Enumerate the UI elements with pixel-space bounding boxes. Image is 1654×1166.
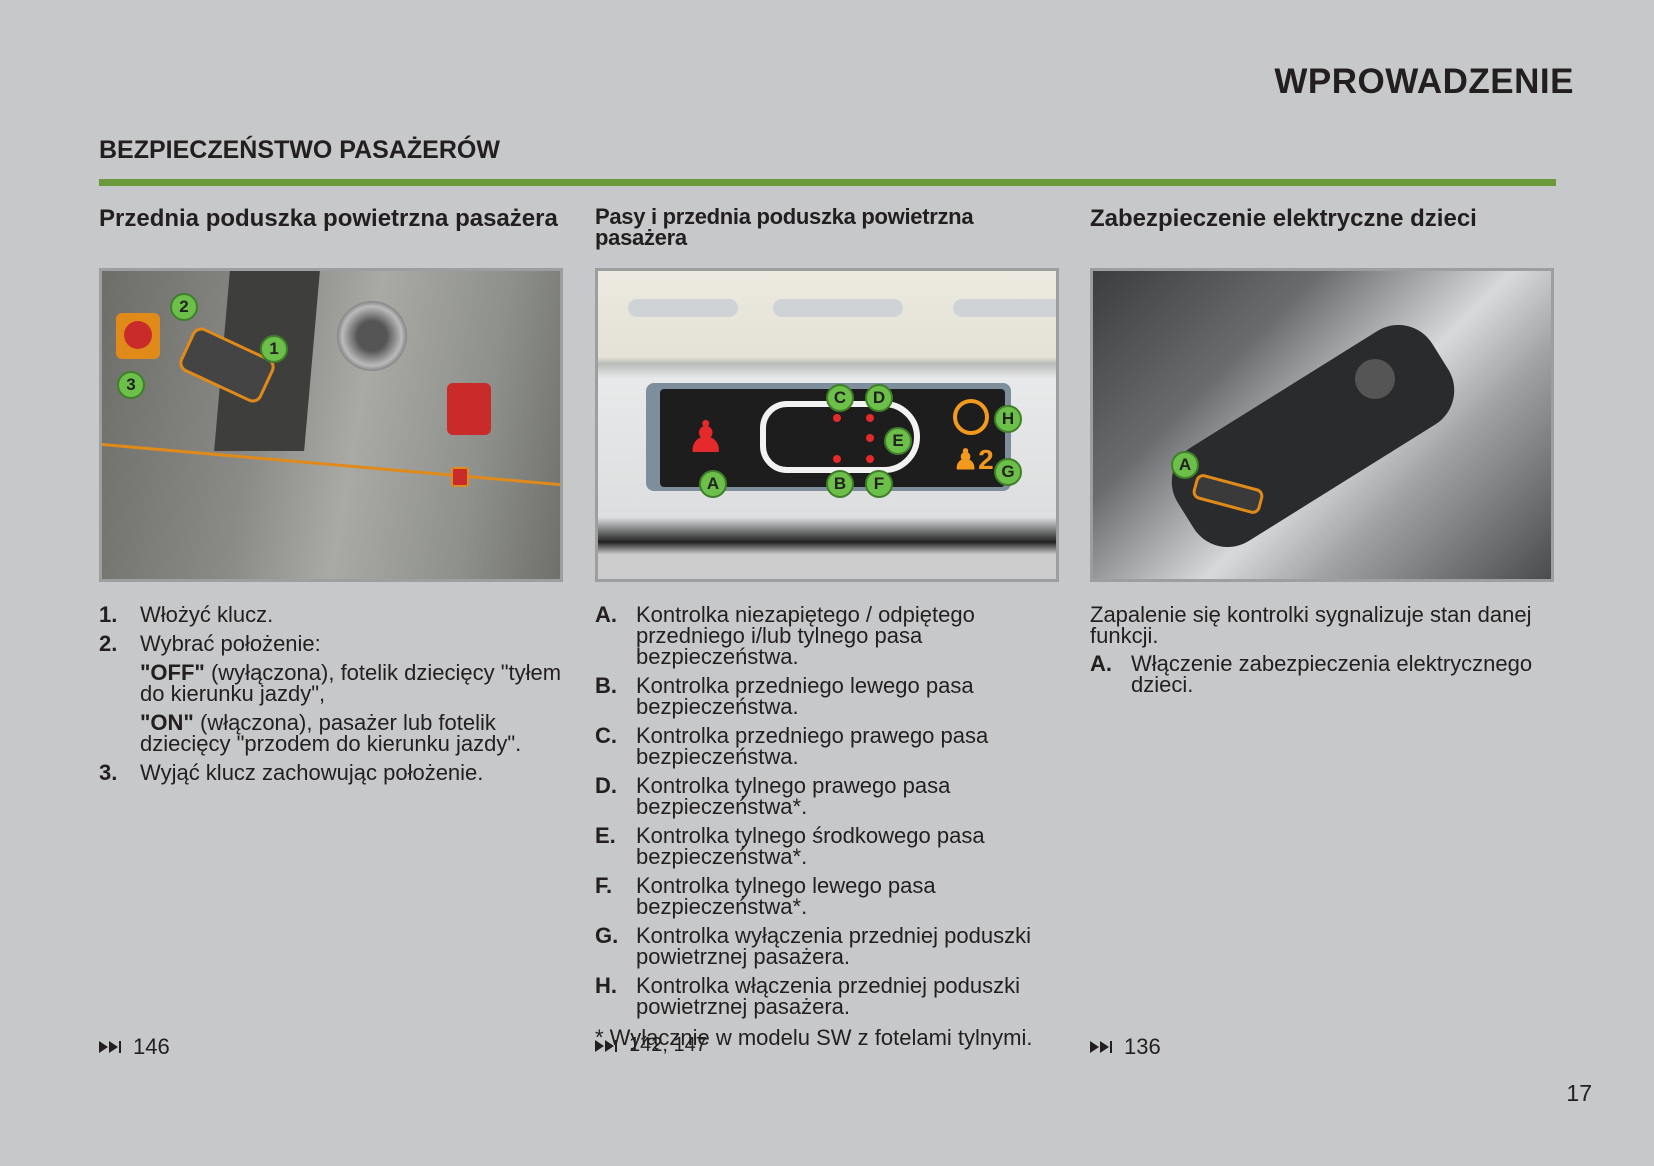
intro-text: Zapalenie się kontrolki sygnalizuje stan… (1090, 602, 1532, 648)
callout-D: D (865, 384, 893, 412)
off-text: (wyłączona), fotelik dziecięcy "tyłem do… (140, 660, 562, 706)
item-text: Kontrolka tylnego środkowego pasa bezpie… (636, 823, 985, 869)
item-label: C. (595, 723, 617, 748)
item-text: Kontrolka tylnego lewego pasa bezpieczeń… (636, 873, 936, 919)
legend-list: A. Kontrolka niezapiętego / odpiętego prz… (595, 602, 1059, 1050)
item-text: Kontrolka wyłączenia przedniej poduszki … (636, 923, 1031, 969)
item-text: Włożyć klucz. (140, 602, 274, 627)
item-label: B. (595, 673, 617, 698)
item-text: Wybrać położenie: (140, 631, 321, 656)
page-reference[interactable]: 146 (99, 1034, 170, 1060)
off-option: "OFF" (wyłączona), fotelik dziecięcy "ty… (140, 660, 563, 706)
list-item: F. Kontrolka tylnego lewego pasa bezpiecz… (595, 873, 1059, 919)
list-item: B. Kontrolka przedniego lewego pasa bezpi… (595, 673, 1059, 719)
column-title: Przednia poduszka powietrzna pasażera (99, 205, 558, 232)
airbag-on-icon (953, 399, 989, 435)
page-reference-value: 136 (1124, 1034, 1161, 1059)
skip-forward-icon (99, 1041, 121, 1053)
skip-forward-icon (1090, 1041, 1112, 1053)
child-lock-switch-illustration: A (1090, 268, 1554, 582)
on-option: "ON" (włączona), pasażer lub fotelik dzi… (140, 710, 563, 756)
item-label: F. (595, 873, 613, 898)
item-label: G. (595, 923, 619, 948)
off-key: "OFF" (140, 660, 205, 685)
airbag-off-icon: ♟2 (953, 444, 994, 475)
list-item: A. Włączenie zabezpieczenia elektrycznego… (1090, 651, 1554, 697)
section-divider (99, 179, 1556, 186)
column-title: Zabezpieczenie elektryczne dzieci (1090, 205, 1477, 232)
callout-A: A (1171, 451, 1199, 479)
column-title: Pasy i przednia poduszka powietrzna pasa… (595, 204, 974, 250)
list-item: A. Kontrolka niezapiętego / odpiętego prz… (595, 602, 1059, 669)
column-child-lock: Zabezpieczenie elektryczne dzieci A Zapa… (1090, 206, 1554, 703)
list-item: G. Kontrolka wyłączenia przedniej poduszk… (595, 923, 1059, 969)
page-reference-value: 146 (133, 1034, 170, 1059)
page-reference[interactable]: 142, 147 (595, 1034, 707, 1057)
on-text: (włączona), pasażer lub fotelik dziecięc… (140, 710, 522, 756)
item-text: Kontrolka przedniego lewego pasa bezpiec… (636, 673, 974, 719)
callout-1: 1 (260, 335, 288, 363)
callout-2: 2 (170, 293, 198, 321)
item-label: D. (595, 773, 617, 798)
callout-3: 3 (117, 371, 145, 399)
item-text: Kontrolka niezapiętego / odpiętego przed… (636, 602, 975, 669)
skip-forward-icon (595, 1039, 617, 1052)
callout-B: B (826, 470, 854, 498)
item-text: Kontrolka włączenia przedniej poduszki p… (636, 973, 1020, 1019)
page-reference[interactable]: 136 (1090, 1034, 1161, 1060)
page-number: 17 (1566, 1080, 1592, 1106)
list-item: 1. Włożyć klucz. (99, 602, 563, 627)
page-reference-value: 142, 147 (629, 1034, 707, 1056)
list-item: H. Kontrolka włączenia przedniej poduszki… (595, 973, 1059, 1019)
column-airbag: Przednia poduszka powietrzna pasażera 1 … (99, 206, 563, 791)
callout-A: A (699, 470, 727, 498)
seatbelt-icon: ♟ (686, 413, 726, 462)
item-label: 3. (99, 760, 118, 785)
callout-E: E (884, 427, 912, 455)
footnote: * Wyłącznie w modelu SW z fotelami tylny… (595, 1025, 1033, 1050)
callout-H: H (994, 405, 1022, 433)
callout-C: C (826, 384, 854, 412)
item-label: H. (595, 973, 617, 998)
airbag-key-switch-illustration: 1 2 3 (99, 268, 563, 582)
on-key: "ON" (140, 710, 194, 735)
item-label: E. (595, 823, 616, 848)
list-item: C. Kontrolka przedniego prawego pasa bezp… (595, 723, 1059, 769)
list-item: 3. Wyjąć klucz zachowując położenie. (99, 760, 563, 785)
item-label: A. (595, 602, 617, 627)
section-title: BEZPIECZEŃSTWO PASAŻERÓW (99, 136, 500, 164)
callout-F: F (865, 470, 893, 498)
item-label: 2. (99, 631, 118, 656)
item-text: Kontrolka tylnego prawego pasa bezpiecze… (636, 773, 951, 819)
seatbelt-warning-panel-illustration: ♟ ♟2 A B C D E F G H (595, 268, 1059, 582)
chapter-title: WPROWADZENIE (1274, 62, 1574, 101)
list-item: E. Kontrolka tylnego środkowego pasa bezp… (595, 823, 1059, 869)
item-text: Włączenie zabezpieczenia elektrycznego d… (1131, 651, 1533, 697)
item-text: Wyjąć klucz zachowując położenie. (140, 760, 484, 785)
list-item: 2. Wybrać położenie: (99, 631, 563, 656)
item-text: Kontrolka przedniego prawego pasa bezpie… (636, 723, 989, 769)
callout-G: G (994, 458, 1022, 486)
list-item: D. Kontrolka tylnego prawego pasa bezpiec… (595, 773, 1059, 819)
column-seatbelts: Pasy i przednia poduszka powietrzna pasa… (595, 204, 1059, 1050)
item-label: A. (1090, 651, 1112, 676)
item-label: 1. (99, 602, 118, 627)
